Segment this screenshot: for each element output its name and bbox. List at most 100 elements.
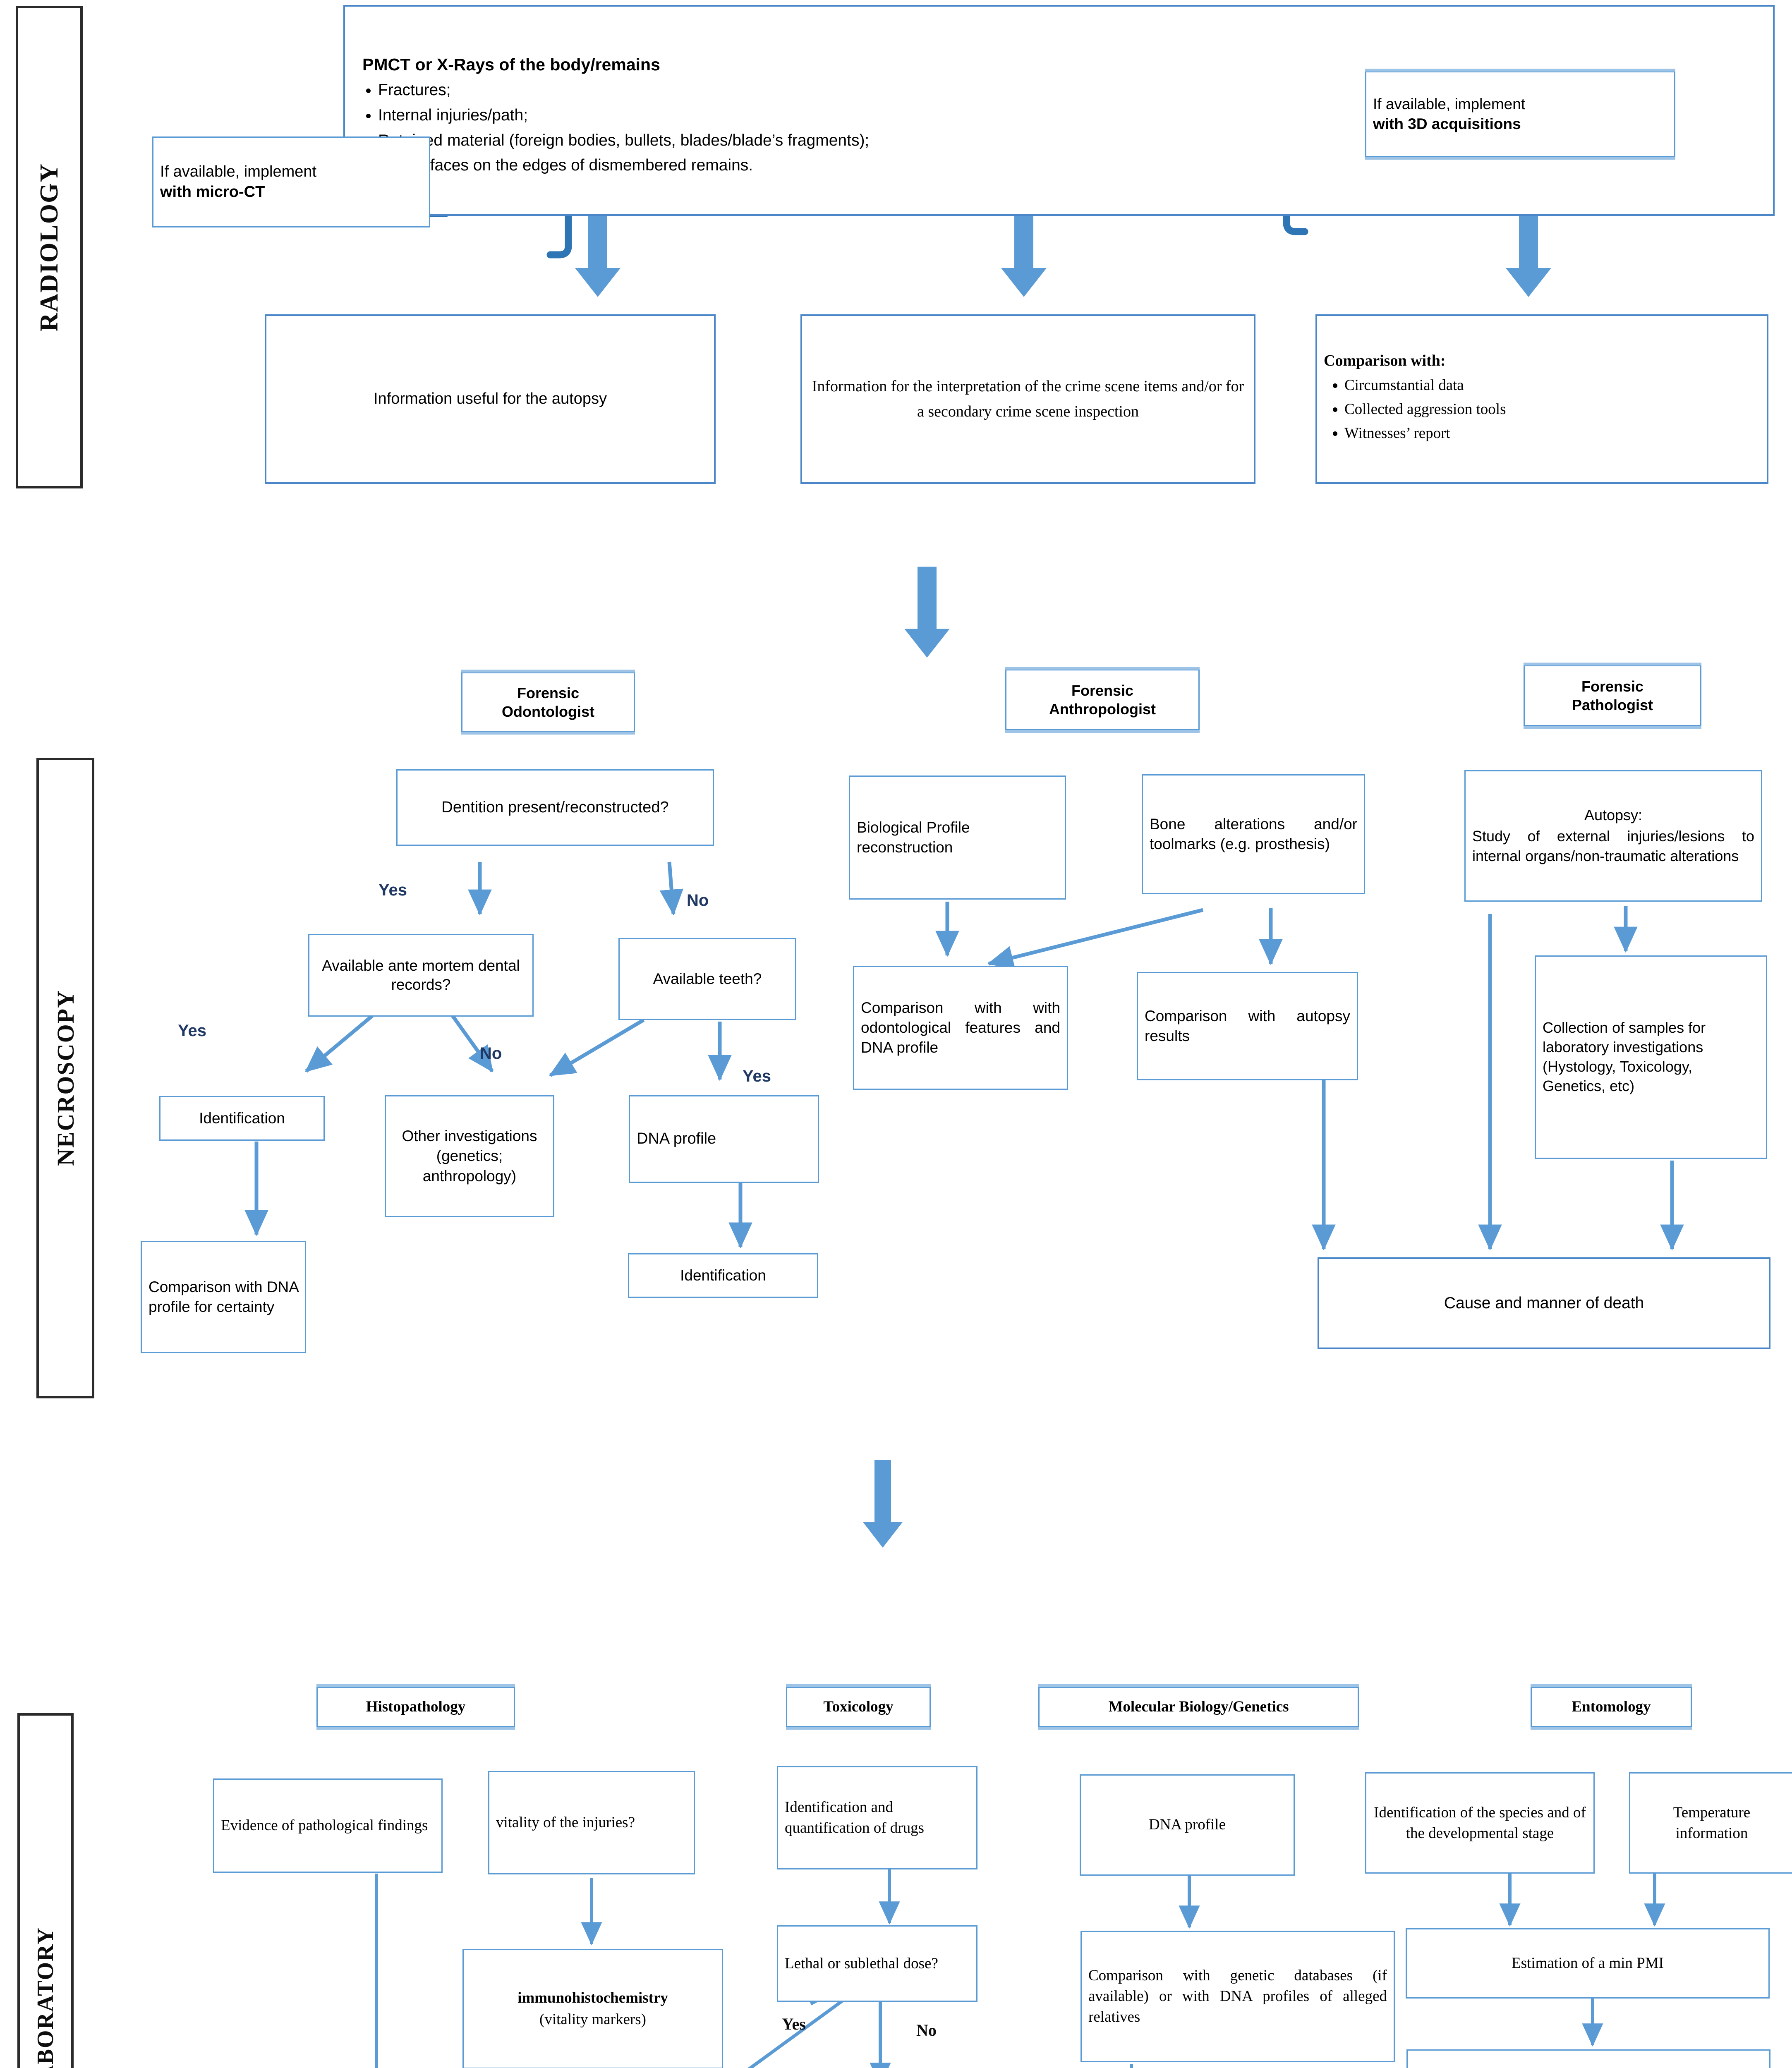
histo-vitality-question-box: vitality of the injuries? [488, 1771, 695, 1874]
header-genetics-text: Molecular Biology/Genetics [1108, 1698, 1289, 1715]
odonto-dna-profile-text: DNA profile [637, 1130, 716, 1148]
section-label-radiology-text: RADIOLOGY [35, 163, 63, 332]
anthropologist-line1: Forensic [1071, 682, 1134, 699]
anthro-comparison-odonto-text: Comparison with with odontological featu… [861, 999, 1060, 1056]
tox-identification-box: Identification and quantification of dru… [777, 1766, 977, 1869]
histo-evidence-text: Evidence of pathological findings [221, 1817, 428, 1834]
header-toxicology: Toxicology [786, 1684, 931, 1730]
ento-comparison-box: Comparison with circumstantial data and … [1406, 2049, 1770, 2068]
header-forensic-anthropologist: Forensic Anthropologist [1005, 667, 1200, 733]
odonto-other-investigations-text: Other investigations (genetics; anthropo… [402, 1127, 537, 1185]
odonto-records-text: Available ante mortem dental records? [322, 957, 520, 993]
anthro-comparison-autopsy-text: Comparison with autopsy results [1145, 1007, 1350, 1044]
pathologist-line1: Forensic [1581, 678, 1644, 695]
tox-identification-text: Identification and quantification of dru… [785, 1799, 925, 1836]
histo-evidence-box: Evidence of pathological findings [213, 1778, 443, 1873]
anthro-comparison-autopsy-box: Comparison with autopsy results [1137, 972, 1358, 1080]
acquisitions-3d-box: If available, implement with 3D acquisit… [1365, 69, 1675, 160]
tox-dose-text: Lethal or sublethal dose? [785, 1955, 938, 1972]
odonto-comparison-dna-box: Comparison with DNA profile for certaint… [141, 1241, 306, 1353]
ento-species-box: Identification of the species and of the… [1365, 1772, 1595, 1874]
odonto-teeth-question: Available teeth? [618, 938, 796, 1020]
anthro-biological-profile-text: Biological Profile reconstruction [857, 819, 970, 856]
header-forensic-pathologist: Forensic Pathologist [1524, 663, 1701, 729]
ento-temperature-text: Temperature information [1673, 1804, 1751, 1842]
arrow-teeth-no [549, 1018, 645, 1077]
micro-ct-lead: If available, implement [160, 163, 317, 180]
odonto-dentition-question: Dentition present/reconstructed? [396, 769, 714, 846]
odonto-other-investigations-box: Other investigations (genetics; anthropo… [385, 1095, 554, 1217]
patho-autopsy-title: Autopsy: [1584, 807, 1643, 824]
odonto-identification2-box: Identification [628, 1253, 818, 1298]
anthro-bone-alterations-text: Bone alterations and/or toolmarks (e.g. … [1150, 815, 1357, 852]
header-molecular-biology-genetics: Molecular Biology/Genetics [1038, 1684, 1359, 1730]
section-label-necroscopy-text: NECROSCOPY [52, 990, 79, 1166]
header-histopathology-text: Histopathology [366, 1698, 466, 1715]
radiology-comparison-bullet: Witnesses’ report [1344, 424, 1760, 443]
tox-dose-question-box: Lethal or sublethal dose? [777, 1925, 977, 2002]
radiology-comparison-title: Comparison with: [1324, 352, 1446, 370]
patho-autopsy-body: Study of external injuries/lesions to in… [1472, 827, 1754, 865]
radiology-fat-arrows [575, 215, 1551, 297]
arrow-records-yes [305, 1014, 374, 1073]
header-entomology-text: Entomology [1572, 1698, 1651, 1715]
radiology-comparison-bullet: Circumstantial data [1344, 376, 1760, 395]
arrow-bone-to-comparison-odonto [987, 908, 1204, 969]
odonto-identification-box: Identification [159, 1096, 325, 1141]
odonto-teeth-text: Available teeth? [653, 970, 762, 987]
ento-species-text: Identification of the species and of the… [1374, 1804, 1586, 1842]
anthro-biological-profile-box: Biological Profile reconstruction [849, 776, 1066, 900]
odontologist-line1: Forensic [517, 684, 580, 701]
anthro-bone-alterations-box: Bone alterations and/or toolmarks (e.g. … [1142, 774, 1365, 894]
radiology-output-autopsy: Information useful for the autopsy [265, 314, 716, 484]
pathologist-line2: Pathologist [1572, 697, 1653, 713]
patho-collection-box: Collection of samples for laboratory inv… [1535, 955, 1767, 1159]
odonto-comparison-dna-text: Comparison with DNA profile for certaint… [149, 1278, 298, 1315]
radiology-to-necroscopy-arrow [904, 567, 950, 658]
patho-cause-manner-text: Cause and manner of death [1444, 1294, 1644, 1312]
radiology-output-crimescene: Information for the interpretation of th… [800, 314, 1255, 484]
histo-ihc-box: immunohistochemistry (vitality markers) [462, 1949, 723, 2068]
label-records-yes: Yes [178, 1022, 206, 1040]
header-histopathology: Histopathology [316, 1684, 515, 1730]
label-records-no: No [480, 1044, 502, 1063]
header-entomology: Entomology [1531, 1684, 1692, 1730]
gen-dna-profile-text: DNA profile [1149, 1816, 1226, 1833]
gen-comparison-db-box: Comparison with genetic databases (if av… [1080, 1931, 1395, 2062]
radiology-main-title: PMCT or X-Rays of the body/remains [362, 55, 660, 74]
micro-ct-emph: with micro-CT [160, 183, 265, 201]
necroscopy-to-laboratory-arrow [863, 1460, 903, 1548]
label-tox-yes: Yes [782, 2015, 806, 2033]
odontologist-line2: Odontologist [502, 703, 594, 720]
label-teeth-yes: Yes [743, 1067, 771, 1085]
gen-comparison-db-text: Comparison with genetic databases (if av… [1088, 1967, 1387, 2025]
radiology-bullet: Cut surfaces on the edges of dismembered… [378, 155, 1766, 176]
radiology-output-autopsy-text: Information useful for the autopsy [374, 390, 607, 408]
patho-autopsy-box: Autopsy: Study of external injuries/lesi… [1464, 770, 1762, 902]
section-label-radiology: RADIOLOGY [16, 6, 83, 488]
histo-ihc-bold: immunohistochemistry [517, 1989, 668, 2007]
ento-pmi-estimate-text: Estimation of a min PMI [1512, 1954, 1664, 1972]
arrow-dentition-no [659, 862, 684, 916]
acq3d-emph: with 3D acquisitions [1373, 115, 1521, 132]
section-label-necroscopy: NECROSCOPY [36, 758, 94, 1398]
ento-pmi-estimate-box: Estimation of a min PMI [1406, 1928, 1770, 1999]
gen-dna-profile-box: DNA profile [1080, 1774, 1295, 1876]
radiology-comparison-bullet: Collected aggression tools [1344, 400, 1760, 419]
odonto-identification-text: Identification [199, 1109, 285, 1127]
header-forensic-odontologist: Forensic Odontologist [461, 670, 635, 735]
histo-vitality-text: vitality of the injuries? [496, 1814, 635, 1831]
odonto-records-question: Available ante mortem dental records? [308, 934, 534, 1017]
section-label-laboratory-text: LABORATORY [33, 1927, 58, 2068]
patho-collection-text: Collection of samples for laboratory inv… [1543, 1019, 1706, 1094]
radiology-bullet: Fractures; [378, 80, 1766, 101]
ento-temperature-box: Temperature information [1629, 1772, 1792, 1874]
micro-ct-box: If available, implement with micro-CT [152, 136, 430, 227]
radiology-bullet: Retained material (foreign bodies, bulle… [378, 130, 1766, 151]
radiology-output-crimescene-text: Information for the interpretation of th… [812, 378, 1244, 420]
label-tox-no: No [916, 2021, 937, 2039]
anthropologist-line2: Anthropologist [1049, 701, 1156, 718]
acq3d-lead: If available, implement [1373, 95, 1526, 112]
radiology-bullet: Internal injuries/path; [378, 105, 1766, 126]
patho-cause-manner-box: Cause and manner of death [1318, 1257, 1770, 1349]
